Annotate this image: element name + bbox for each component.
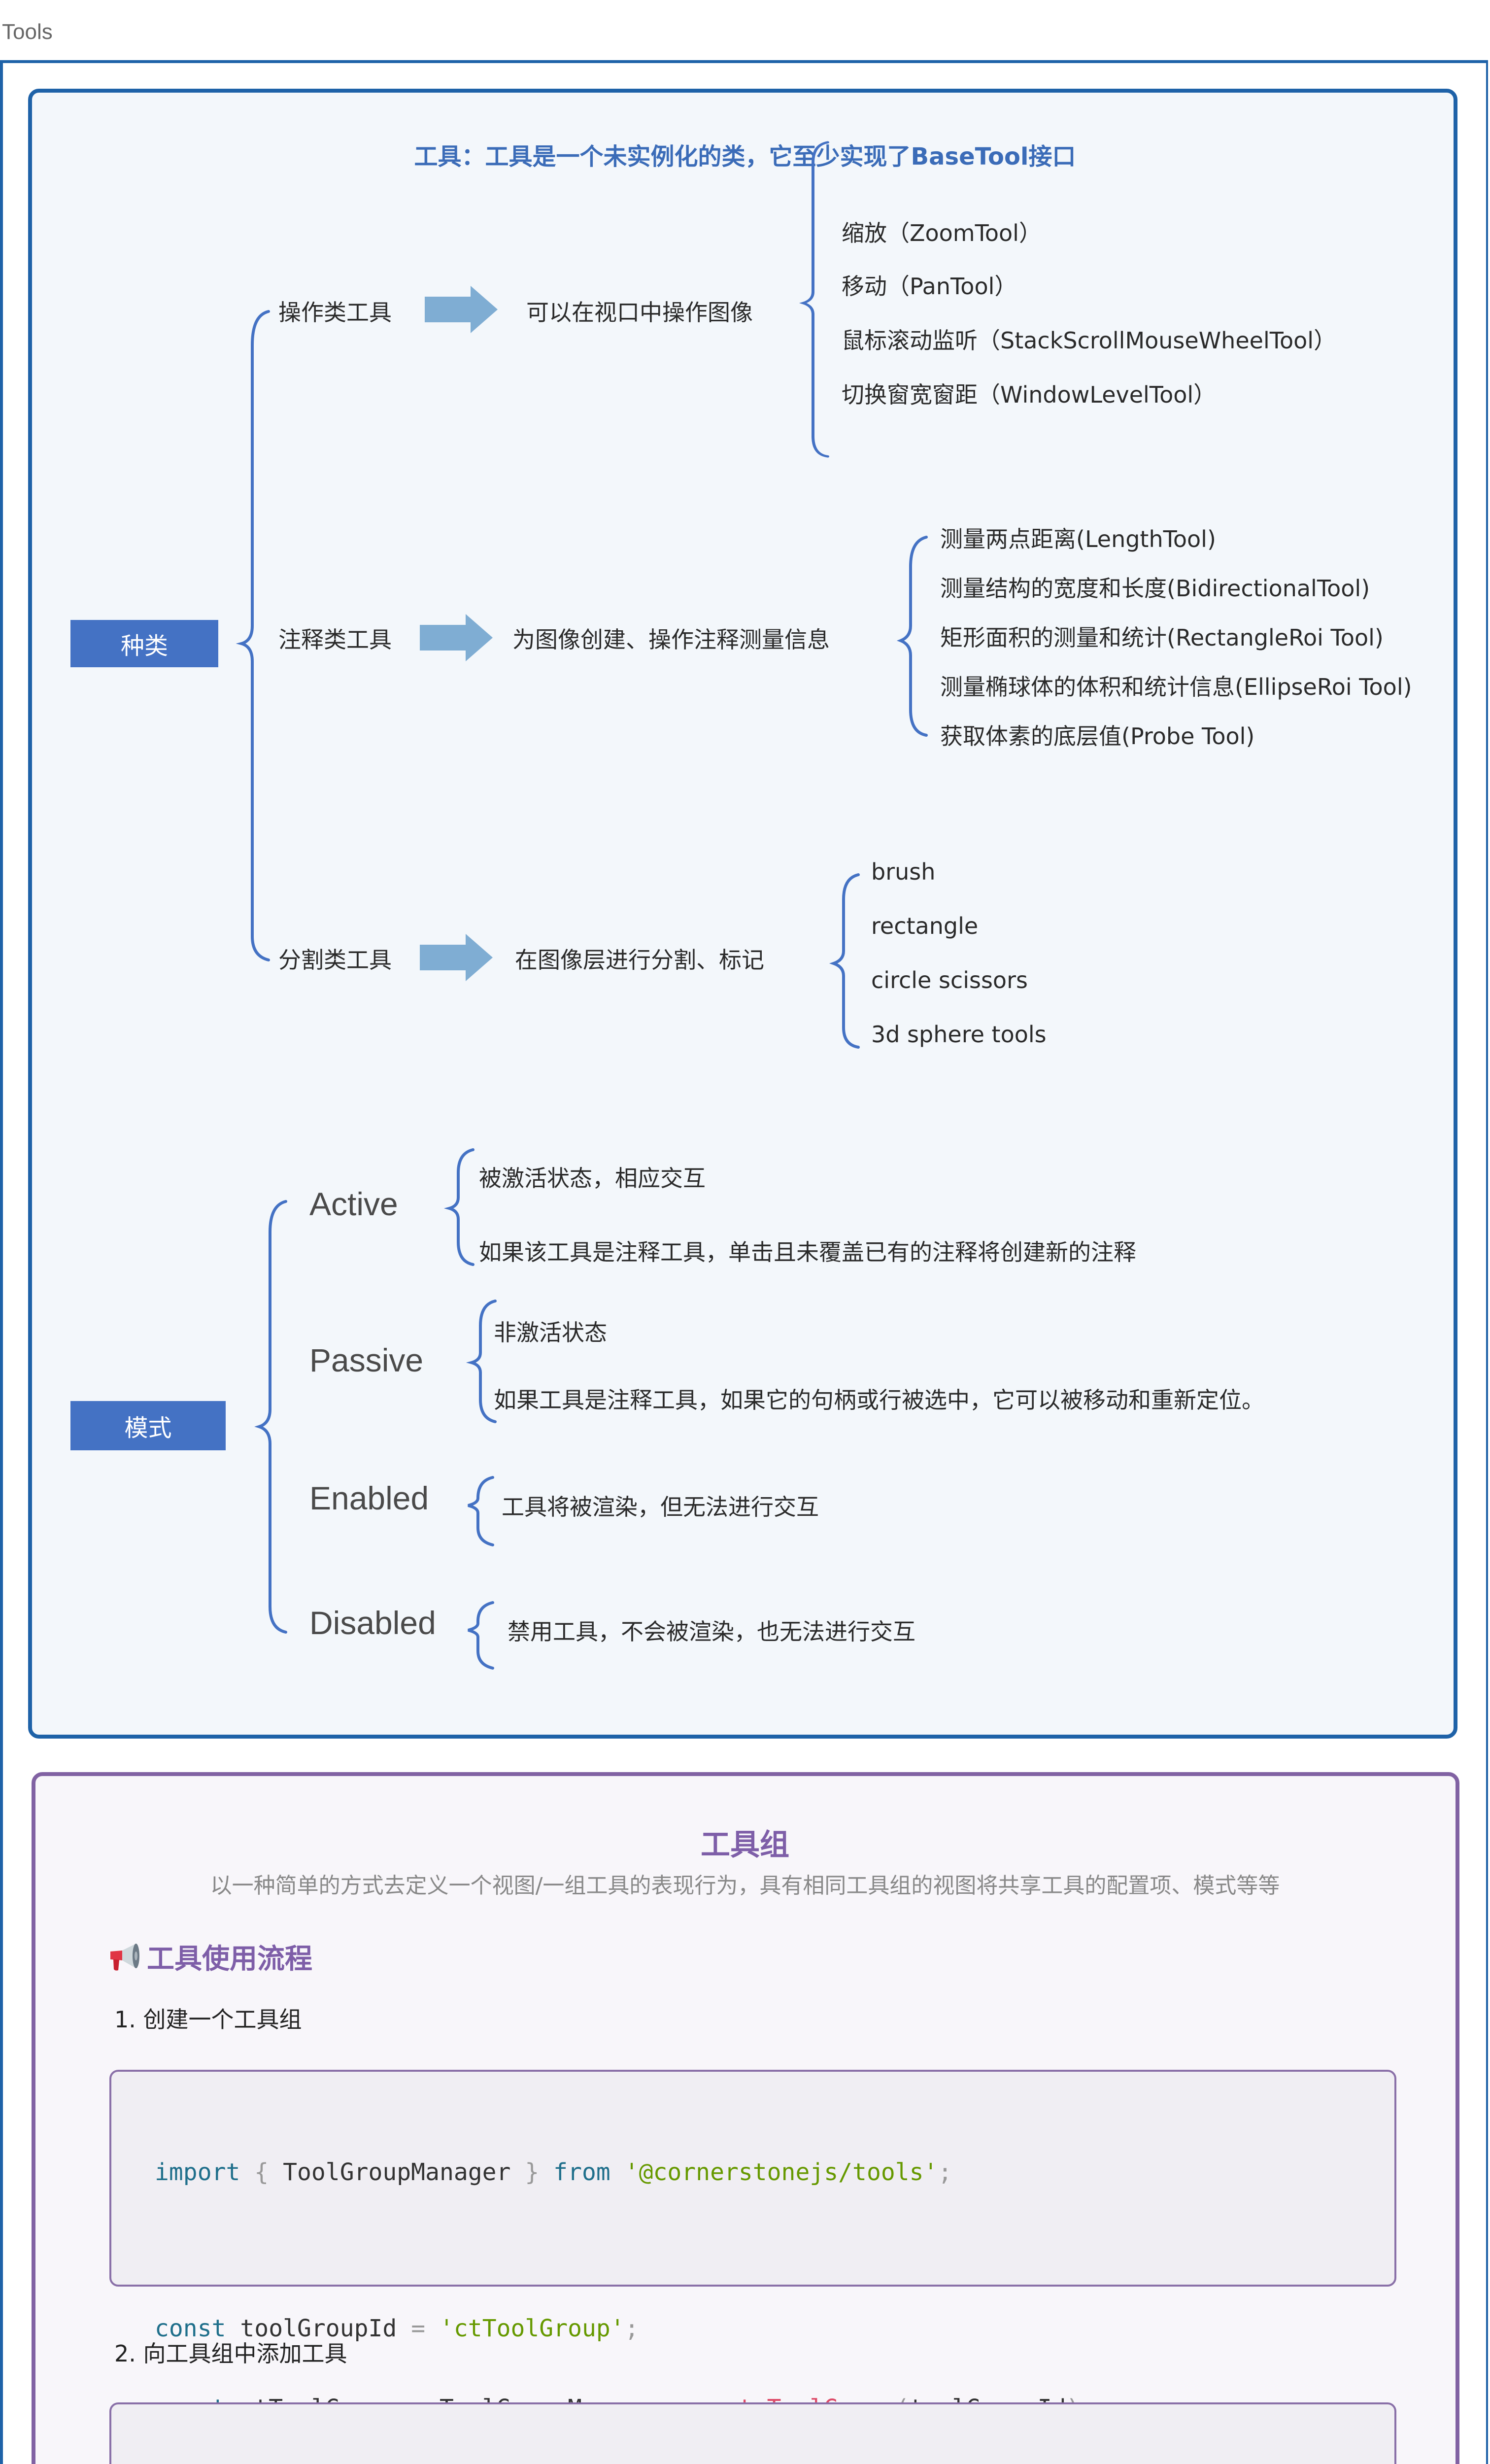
page-title: Tools [2, 20, 53, 44]
mode-disabled: Disabled [309, 1605, 436, 1641]
mindmap-title: 工具：工具是一个未实例化的类，它至少实现了BaseTool接口 [414, 143, 1076, 171]
branch-annotation-desc: 为图像创建、操作注释测量信息 [512, 626, 830, 653]
branch-segmentation-tools: 分割类工具 [278, 947, 392, 973]
mode-active-item-2: 如果该工具是注释工具，单击且未覆盖已有的注释将创建新的注释 [479, 1239, 1136, 1266]
mode-passive: Passive [309, 1342, 424, 1378]
ann-item-bidirectional: 测量结构的宽度和长度(BidirectionalTool) [940, 575, 1370, 602]
code-line: const toolGroupId = 'ctToolGroup'; [155, 2315, 639, 2342]
seg-item-rectangle: rectangle [871, 913, 979, 939]
branch-operation-desc: 可以在视口中操作图像 [526, 299, 753, 326]
mode-active: Active [309, 1186, 398, 1222]
branch-segmentation-desc: 在图像层进行分割、标记 [515, 947, 764, 973]
op-item-zoom: 缩放（ZoomTool） [842, 220, 1042, 246]
code-block-add-tools[interactable]: ctToolGroup.addTool(PanTool.toolName); c… [109, 2402, 1396, 2464]
flow-heading: 工具使用流程 [107, 1937, 312, 1977]
ann-item-ellipseroi: 测量椭球体的体积和统计信息(EllipseRoi Tool) [940, 674, 1412, 700]
op-item-stackscroll: 鼠标滚动监听（StackScrollMouseWheelTool） [842, 327, 1337, 354]
ann-item-rectangleroi: 矩形面积的测量和统计(RectangleRoi Tool) [940, 624, 1384, 651]
step-2-label: 2. 向工具组中添加工具 [114, 2340, 347, 2367]
op-item-pan: 移动（PanTool） [842, 273, 1017, 300]
seg-item-brush: brush [871, 858, 936, 885]
flow-heading-text: 工具使用流程 [147, 1943, 312, 1975]
seg-item-3d-sphere: 3d sphere tools [871, 1021, 1047, 1048]
outer-frame [0, 60, 1488, 2464]
mode-enabled: Enabled [309, 1480, 429, 1516]
step-1-label: 1. 创建一个工具组 [114, 2006, 302, 2033]
category-root-node: 种类 [70, 620, 218, 667]
op-item-windowlevel: 切换窗宽窗距（WindowLevelTool） [842, 381, 1217, 408]
code-line: import { ToolGroupManager } from '@corne… [155, 2158, 952, 2186]
mode-root-node: 模式 [70, 1401, 226, 1450]
mode-passive-item-1: 非激活状态 [494, 1319, 607, 1346]
seg-item-circle-scissors: circle scissors [871, 967, 1028, 993]
toolgroup-title: 工具组 [701, 1828, 789, 1862]
mode-enabled-item-1: 工具将被渲染，但无法进行交互 [502, 1494, 819, 1520]
code-block-create-toolgroup[interactable]: import { ToolGroupManager } from '@corne… [109, 2070, 1396, 2422]
mode-disabled-item-1: 禁用工具，不会被渲染，也无法进行交互 [508, 1618, 915, 1645]
megaphone-icon [110, 1943, 139, 1971]
mode-passive-item-2: 如果工具是注释工具，如果它的句柄或行被选中，它可以被移动和重新定位。 [494, 1387, 1264, 1413]
toolgroup-subtitle: 以一种简单的方式去定义一个视图/一组工具的表现行为，具有相同工具组的视图将共享工… [210, 1873, 1280, 1898]
mindmap-connectors [236, 141, 928, 1670]
branch-operation-tools: 操作类工具 [278, 299, 392, 326]
branch-annotation-tools: 注释类工具 [278, 626, 392, 653]
mindmap-panel [28, 89, 1457, 1739]
ann-item-length: 测量两点距离(LengthTool) [940, 526, 1216, 552]
mode-active-item-1: 被激活状态，相应交互 [479, 1165, 706, 1192]
ann-item-probe: 获取体素的底层值(Probe Tool) [940, 723, 1255, 750]
